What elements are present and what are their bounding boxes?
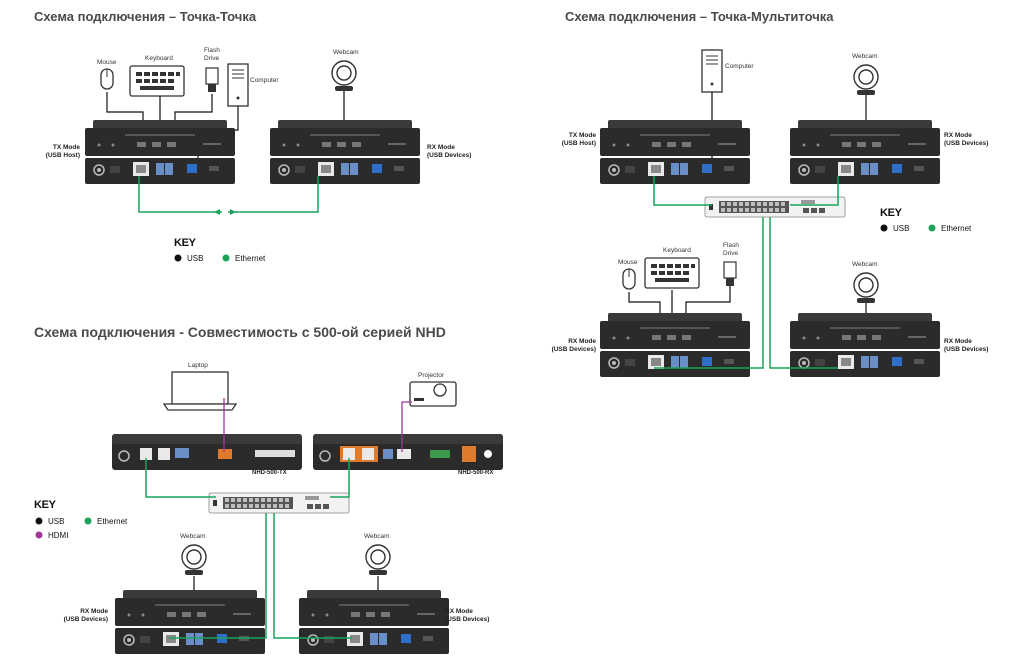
rx-extender-3b — [298, 589, 450, 655]
mouse-icon — [622, 268, 636, 290]
label-computer-2: Computer — [725, 63, 754, 70]
laptop-icon — [162, 371, 238, 411]
key-usb-2: USB — [893, 224, 909, 233]
usb-dot — [174, 254, 182, 262]
ethernet-dot-2 — [928, 224, 936, 232]
key-title-3: KEY — [34, 499, 57, 511]
computer-icon — [227, 63, 249, 107]
label-webcam-4: Webcam — [180, 533, 206, 540]
rx-mode-sub-2a: (USB Devices) — [944, 140, 988, 147]
label-webcam-5: Webcam — [364, 533, 390, 540]
section-point-to-multipoint: Computer Webcam TX Mode (USB Host) RX Mo… — [552, 49, 988, 378]
key-hdmi: HDMI — [48, 531, 68, 540]
webcam-icon — [365, 544, 391, 576]
rx-mode-label: RX Mode — [427, 144, 455, 151]
title-nhd-compat: Схема подключения - Совместимость с 500-… — [34, 324, 446, 340]
key-usb: USB — [187, 254, 203, 263]
webcam-icon — [181, 544, 207, 576]
webcam-icon — [853, 64, 879, 96]
section-point-to-point: Mouse Keyboard Flash Drive Computer Webc… — [46, 47, 472, 263]
label-mouse-2: Mouse — [618, 259, 638, 266]
rx-extender-3a — [114, 589, 266, 655]
hdmi-cables — [223, 398, 412, 452]
network-switch — [704, 196, 846, 218]
label-webcam-2: Webcam — [852, 53, 878, 60]
usb-dot-3 — [35, 517, 43, 525]
rx-mode-label-2a: RX Mode — [944, 132, 972, 139]
ethernet-arrows — [214, 209, 236, 215]
key-usb-3: USB — [48, 517, 64, 526]
label-projector: Projector — [418, 372, 445, 379]
flash-drive-icon — [723, 261, 737, 287]
label-webcam-3: Webcam — [852, 261, 878, 268]
webcam-icon — [853, 272, 879, 304]
rx-mode-label-3a: RX Mode — [80, 608, 108, 615]
label-laptop: Laptop — [188, 362, 208, 369]
label-flash-2a: Flash — [723, 242, 739, 249]
tx-mode-sub-2: (USB Host) — [562, 140, 596, 147]
rx-mode-label-2c: RX Mode — [944, 338, 972, 345]
key-title-2: KEY — [880, 207, 903, 219]
label-webcam: Webcam — [333, 49, 359, 56]
key-ethernet-2: Ethernet — [941, 224, 972, 233]
model-nhd-rx: NHD-500-RX — [458, 470, 493, 476]
tx-mode-sub: (USB Host) — [46, 152, 80, 159]
label-mouse: Mouse — [97, 59, 117, 66]
computer-icon — [701, 49, 723, 93]
rx-mode-sub: (USB Devices) — [427, 152, 471, 159]
mouse-icon — [100, 68, 114, 90]
projector-icon — [409, 381, 457, 407]
rx-mode-label-3b: RX Mode — [445, 608, 473, 615]
rx-mode-label-2b: RX Mode — [568, 338, 596, 345]
rx-extender — [269, 119, 421, 185]
key-ethernet: Ethernet — [235, 254, 266, 263]
hdmi-dot — [35, 531, 43, 539]
title-point-to-multipoint: Схема подключения – Точка-Мультиточка — [565, 9, 834, 24]
rx-extender-2a — [789, 119, 941, 185]
label-flash-2b: Drive — [723, 250, 739, 257]
tx-extender — [84, 119, 236, 185]
label-flash-2: Drive — [204, 55, 220, 62]
label-keyboard: Keyboard — [145, 55, 173, 62]
ethernet-link — [138, 176, 319, 213]
flash-drive-icon — [205, 67, 219, 93]
usb-dot-2 — [880, 224, 888, 232]
model-nhd-tx: NHD-500-TX — [252, 470, 287, 476]
title-point-to-point: Схема подключения – Точка-Точка — [34, 9, 257, 24]
keyboard-icon — [644, 257, 700, 289]
rx-mode-sub-3a: (USB Devices) — [64, 616, 108, 623]
key-title: KEY — [174, 237, 197, 249]
tx-mode-label-2: TX Mode — [569, 132, 596, 139]
rx-mode-sub-2b: (USB Devices) — [552, 346, 596, 353]
tx-mode-label: TX Mode — [53, 144, 80, 151]
webcam-icon — [331, 60, 357, 92]
section-nhd-compat: Laptop Projector NHD-500-TX NHD-500-RX — [34, 362, 504, 655]
ethernet-links-2 — [653, 176, 839, 369]
network-switch-2 — [208, 492, 350, 514]
rx-mode-sub-3b: (USB Devices) — [445, 616, 489, 623]
ethernet-dot-3 — [84, 517, 92, 525]
label-flash-1: Flash — [204, 47, 220, 54]
label-computer: Computer — [250, 77, 279, 84]
rx-mode-sub-2c: (USB Devices) — [944, 346, 988, 353]
keyboard-icon — [129, 65, 185, 97]
ethernet-dot — [222, 254, 230, 262]
label-keyboard-2: Keyboard — [663, 247, 691, 254]
ethernet-links-3 — [145, 458, 352, 639]
tx-extender-2 — [599, 119, 751, 185]
key-ethernet-3: Ethernet — [97, 517, 128, 526]
